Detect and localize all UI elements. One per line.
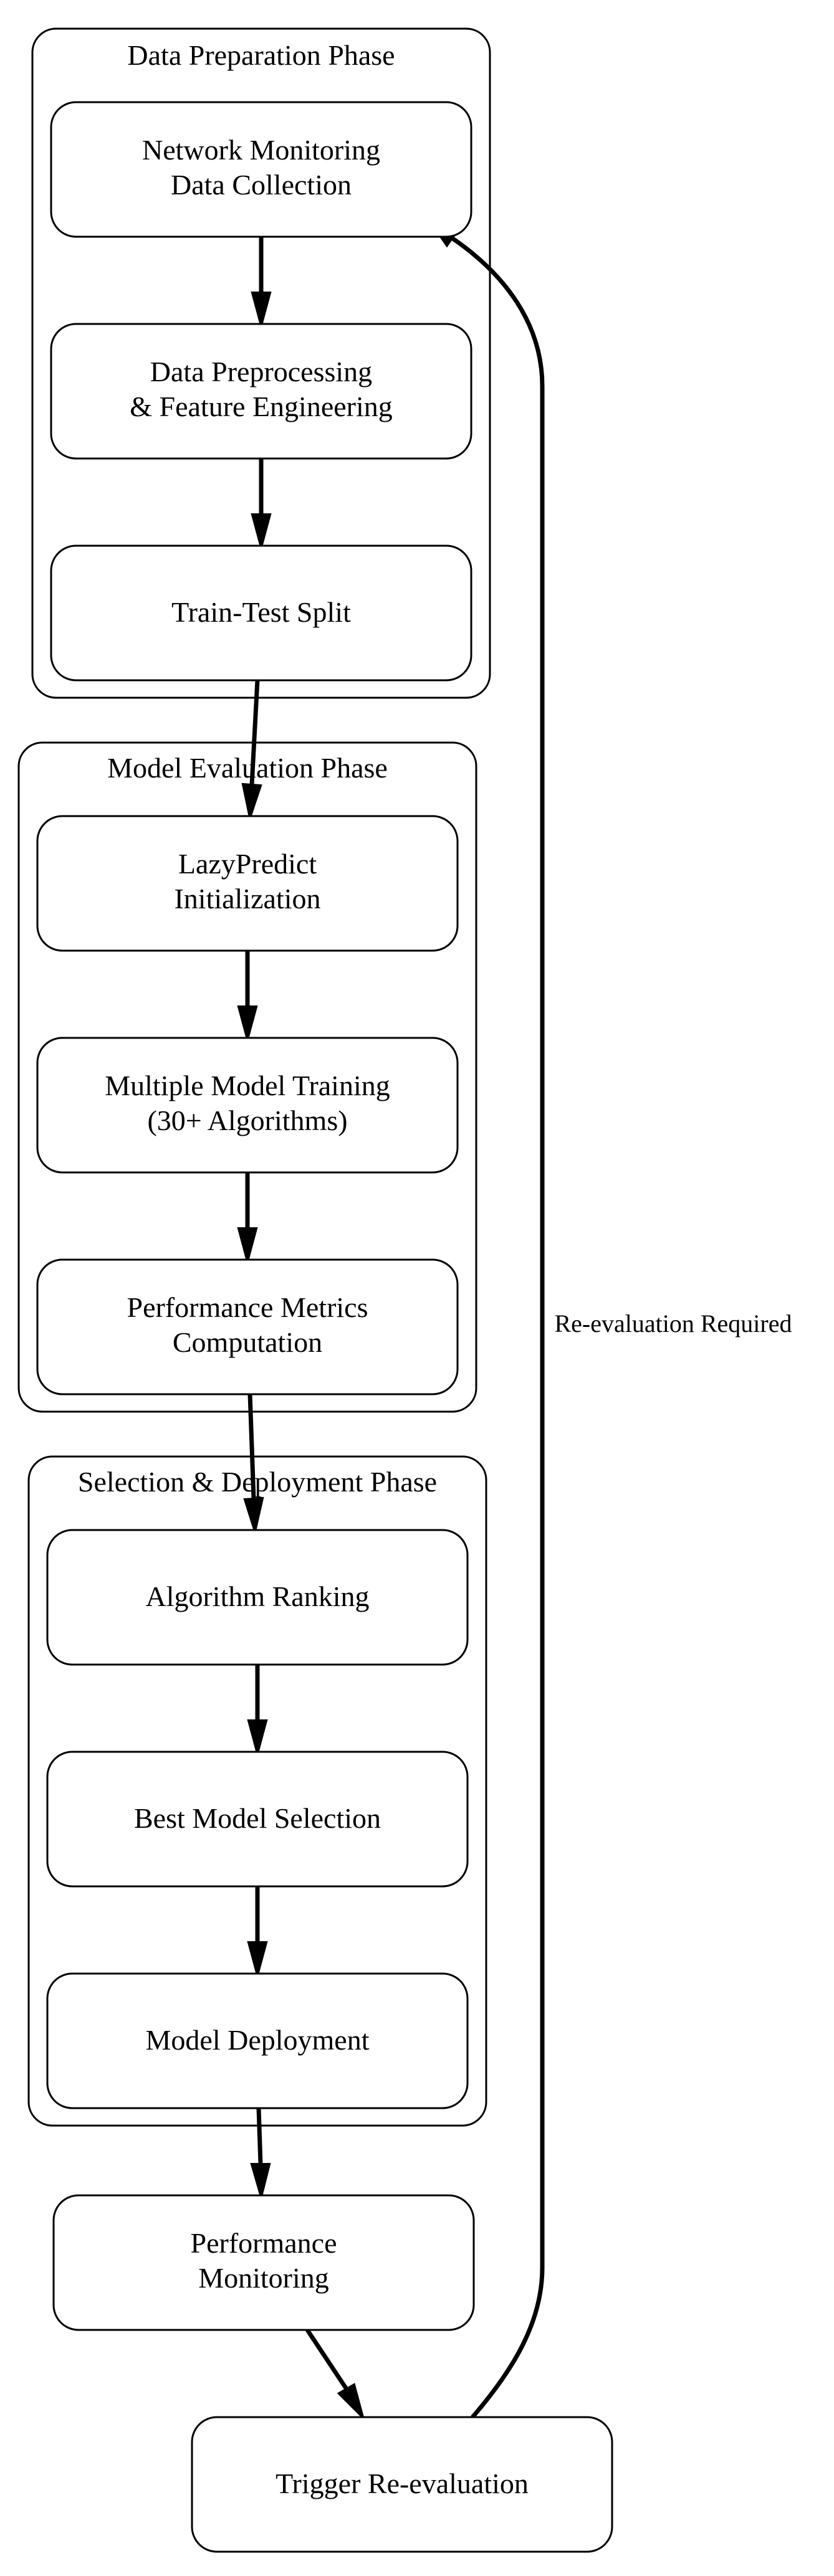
node-data-preprocessing: Data Preprocessing & Feature Engineering — [50, 323, 472, 460]
edge-ranking-to-best-model — [247, 1665, 268, 1758]
node-train-test-split-line1: Train-Test Split — [171, 596, 351, 628]
edge-metrics-to-ranking — [243, 1394, 264, 1536]
edge-monitoring-to-reevaluation — [305, 2329, 365, 2422]
node-best-model-selection-line1: Best Model Selection — [134, 1802, 381, 1834]
node-train-test-split: Train-Test Split — [50, 544, 472, 682]
edge-collection-to-preprocessing — [251, 237, 272, 330]
edge-training-to-metrics — [237, 1172, 258, 1266]
node-model-deployment: Model Deployment — [46, 1972, 469, 2109]
node-performance-metrics-computation-line1: Performance Metrics — [127, 1291, 368, 1323]
cluster-model-evaluation-label: Model Evaluation Phase — [107, 752, 388, 784]
node-lazypredict-initialization-line2: Initialization — [174, 883, 320, 915]
node-multiple-model-training-line1: Multiple Model Training — [105, 1070, 390, 1101]
edge-deployment-to-monitoring — [250, 2108, 271, 2202]
node-network-monitoring-data-collection-line2: Data Collection — [171, 169, 352, 201]
node-model-deployment-line1: Model Deployment — [146, 2024, 370, 2056]
edge-split-to-lazypredict — [241, 680, 262, 822]
node-trigger-reevaluation-line1: Trigger Re-evaluation — [276, 2468, 529, 2499]
node-multiple-model-training: Multiple Model Training (30+ Algorithms) — [36, 1037, 459, 1174]
edge-best-model-to-deployment — [247, 1886, 268, 1980]
node-performance-monitoring-line1: Performance — [191, 2227, 337, 2259]
edge-feedback-label: Re-evaluation Required — [555, 1309, 792, 1338]
node-multiple-model-training-line2: (30+ Algorithms) — [147, 1105, 347, 1136]
edge-lazypredict-to-training — [237, 951, 258, 1044]
node-algorithm-ranking: Algorithm Ranking — [46, 1529, 469, 1666]
node-network-monitoring-data-collection-line1: Network Monitoring — [142, 134, 380, 166]
node-best-model-selection: Best Model Selection — [46, 1751, 469, 1888]
node-performance-metrics-computation: Performance Metrics Computation — [36, 1258, 459, 1395]
edge-preprocessing-to-split — [251, 459, 272, 552]
cluster-data-preparation-label: Data Preparation Phase — [127, 39, 395, 71]
node-performance-metrics-computation-line2: Computation — [173, 1326, 322, 1358]
node-lazypredict-initialization-line1: LazyPredict — [178, 848, 317, 880]
node-performance-monitoring-line2: Monitoring — [198, 2262, 329, 2294]
node-network-monitoring-data-collection: Network Monitoring Data Collection — [50, 101, 472, 238]
node-lazypredict-initialization: LazyPredict Initialization — [36, 815, 459, 952]
node-data-preprocessing-line1: Data Preprocessing — [150, 356, 372, 387]
node-performance-monitoring: Performance Monitoring — [52, 2194, 475, 2331]
node-algorithm-ranking-line1: Algorithm Ranking — [145, 1580, 369, 1612]
cluster-selection-deployment-label: Selection & Deployment Phase — [78, 1466, 437, 1498]
node-trigger-reevaluation: Trigger Re-evaluation — [191, 2416, 613, 2553]
node-data-preprocessing-line2: & Feature Engineering — [130, 391, 393, 422]
